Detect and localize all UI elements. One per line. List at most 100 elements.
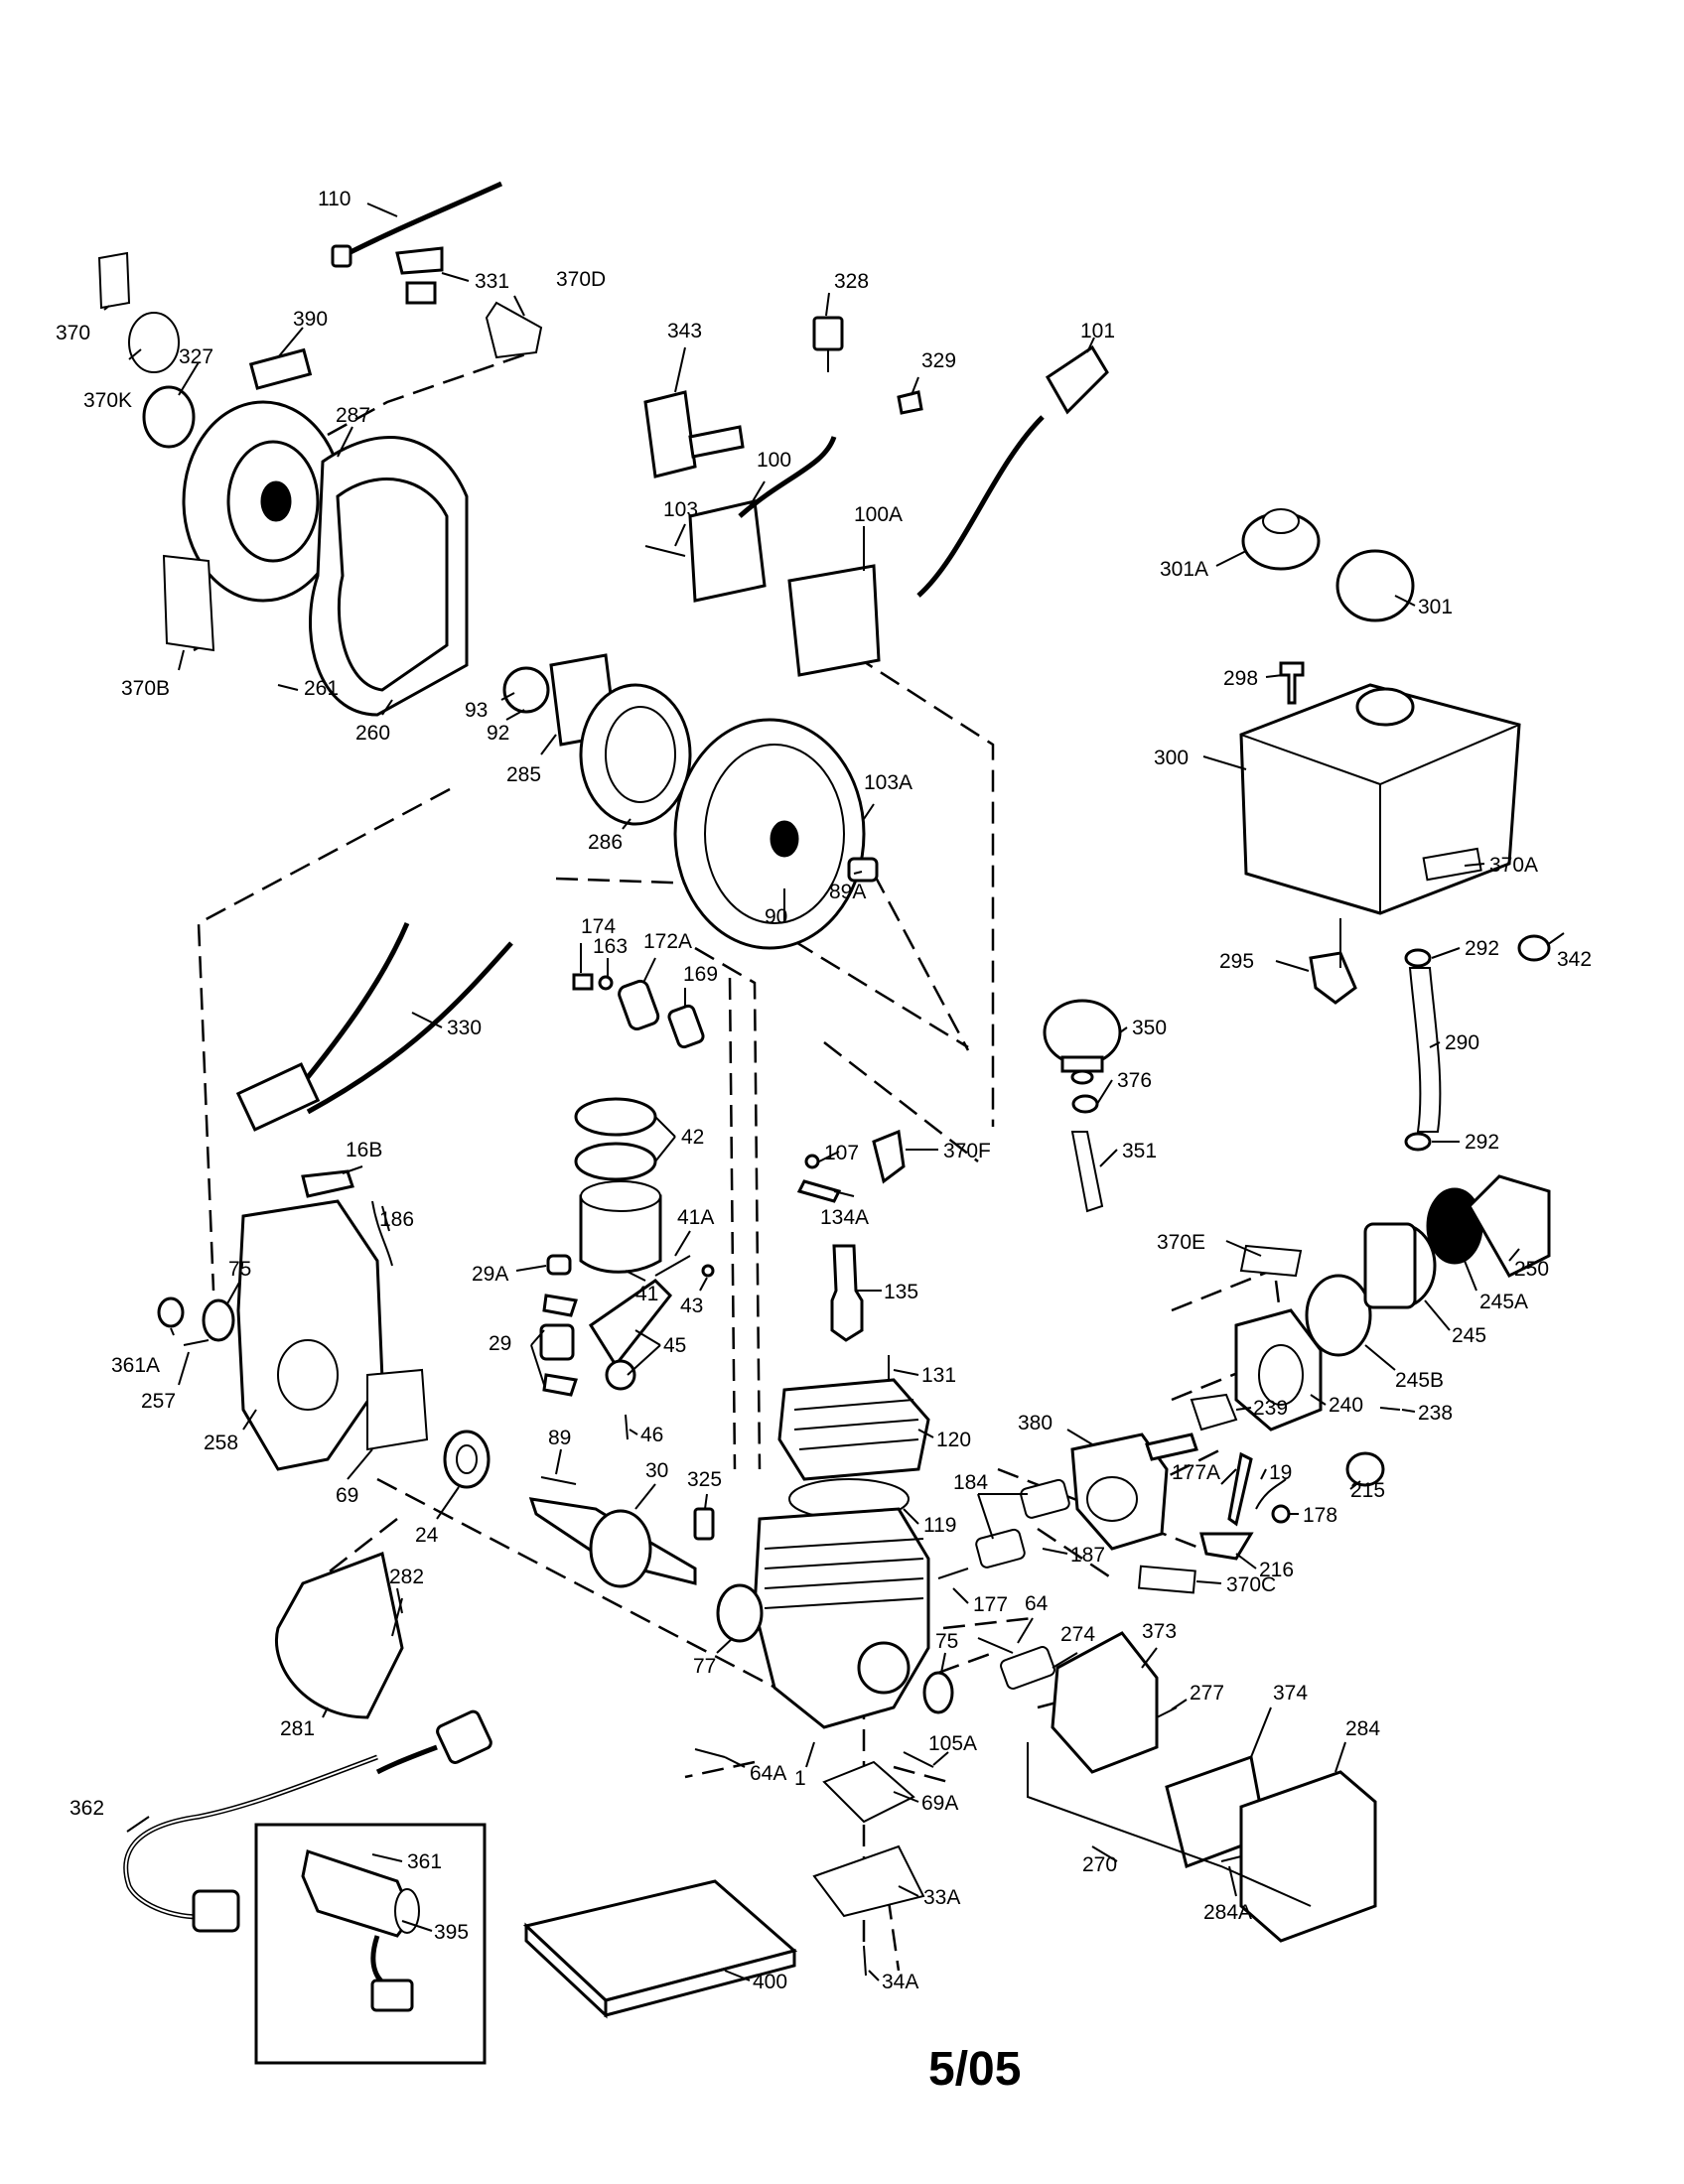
callout-342: 342 (1557, 948, 1592, 971)
callout-370A: 370A (1489, 854, 1538, 877)
callout-298: 298 (1223, 667, 1258, 690)
key-icon (812, 316, 844, 351)
air-cleaner-cover-icon (1468, 1174, 1551, 1278)
callout-295: 295 (1219, 950, 1254, 973)
callout-380: 380 (1018, 1412, 1052, 1434)
callout-24: 24 (415, 1524, 439, 1547)
callout-110: 110 (318, 188, 351, 210)
callout-105A: 105A (928, 1732, 977, 1755)
callout-281: 281 (280, 1717, 315, 1740)
primer-bulb-icon (1043, 999, 1122, 1066)
callout-370E: 370E (1157, 1231, 1205, 1254)
callout-29A: 29A (472, 1263, 508, 1286)
callout-187: 187 (1070, 1544, 1105, 1567)
callout-135: 135 (884, 1281, 918, 1303)
wire-harness-connector-icon (235, 1062, 321, 1132)
callout-64: 64 (1025, 1592, 1049, 1615)
footer-code: 5/05 (928, 2043, 1021, 2096)
callout-270: 270 (1082, 1853, 1117, 1876)
callout-292-bottom: 292 (1465, 1131, 1499, 1154)
callout-89A: 89A (829, 881, 866, 903)
callout-41: 41 (635, 1283, 658, 1305)
callout-64A: 64A (750, 1762, 786, 1785)
callout-261: 261 (304, 677, 339, 700)
callout-282: 282 (389, 1566, 424, 1588)
callout-174: 174 (581, 915, 616, 938)
fuel-line-icon (1408, 967, 1442, 1133)
spark-plug-icon (830, 1244, 864, 1342)
piston-ring-icon (574, 1097, 657, 1137)
callout-277: 277 (1190, 1682, 1224, 1705)
callout-260: 260 (355, 722, 390, 745)
callout-215: 215 (1350, 1479, 1385, 1502)
seal-ring-icon (128, 312, 180, 373)
callout-216: 216 (1259, 1559, 1294, 1581)
callout-287: 287 (336, 404, 370, 427)
callout-290: 290 (1445, 1031, 1479, 1054)
callout-370F: 370F (943, 1140, 991, 1162)
callout-330: 330 (447, 1017, 482, 1039)
callout-351: 351 (1122, 1140, 1157, 1162)
callout-239: 239 (1253, 1397, 1288, 1420)
part-artwork (97, 181, 1551, 2065)
callout-103: 103 (663, 498, 698, 521)
callout-370C: 370C (1226, 1573, 1276, 1596)
callout-77: 77 (693, 1655, 716, 1678)
callout-119: 119 (923, 1514, 956, 1537)
callout-43: 43 (680, 1295, 703, 1317)
callout-16B: 16B (346, 1139, 382, 1161)
pulley-cover-icon (275, 1551, 404, 1719)
callout-34A: 34A (882, 1971, 918, 1993)
callout-301A: 301A (1160, 558, 1208, 581)
callout-89: 89 (548, 1427, 571, 1449)
callout-100A: 100A (854, 503, 903, 526)
air-filter-screen-icon (1305, 1274, 1372, 1357)
needle-bearing-icon (539, 1323, 575, 1361)
callout-350: 350 (1132, 1017, 1167, 1039)
callout-42: 42 (681, 1126, 704, 1149)
callout-370K: 370K (83, 389, 132, 412)
callout-284A: 284A (1203, 1901, 1252, 1924)
callout-390: 390 (293, 308, 328, 331)
callout-240: 240 (1329, 1394, 1363, 1417)
electric-starter-inset (254, 1823, 487, 2065)
callout-300: 300 (1154, 747, 1189, 769)
callout-374: 374 (1273, 1682, 1308, 1705)
callout-177A: 177A (1172, 1461, 1220, 1484)
callout-172A: 172A (643, 930, 692, 953)
callout-177: 177 (973, 1593, 1008, 1616)
callout-131: 131 (921, 1364, 956, 1387)
callout-92: 92 (487, 722, 509, 745)
callout-258: 258 (204, 1432, 238, 1454)
callout-labels: 110 331 370D 370 370K 327 390 287 370B 2… (56, 188, 1592, 1993)
callout-395: 395 (434, 1921, 469, 1944)
callout-329: 329 (921, 349, 956, 372)
electric-starter-icon (301, 1849, 414, 1938)
callout-1: 1 (794, 1767, 806, 1790)
spark-plug-boot-icon (1046, 344, 1109, 415)
callout-107: 107 (824, 1142, 859, 1164)
callout-75-right: 75 (935, 1630, 958, 1653)
callout-238: 238 (1418, 1402, 1453, 1425)
decal-370d-icon (485, 301, 543, 359)
callout-178: 178 (1303, 1504, 1337, 1527)
callout-46: 46 (640, 1424, 663, 1446)
callout-33A: 33A (923, 1886, 960, 1909)
callout-370B: 370B (121, 677, 170, 700)
callout-69A: 69A (921, 1792, 958, 1815)
cylinder-head-icon (777, 1378, 930, 1481)
crankcase-cover-icon (236, 1199, 384, 1471)
callout-19: 19 (1269, 1461, 1292, 1484)
callout-186: 186 (379, 1208, 414, 1231)
callout-245: 245 (1452, 1324, 1486, 1347)
callout-400: 400 (753, 1971, 787, 1993)
callout-29: 29 (489, 1332, 511, 1355)
callout-103A: 103A (864, 771, 912, 794)
callout-45: 45 (663, 1334, 686, 1357)
ignition-module-icon (787, 564, 881, 677)
callout-30: 30 (645, 1459, 668, 1482)
callout-285: 285 (506, 763, 541, 786)
callout-75-left: 75 (228, 1258, 251, 1281)
callout-274: 274 (1060, 1623, 1095, 1646)
